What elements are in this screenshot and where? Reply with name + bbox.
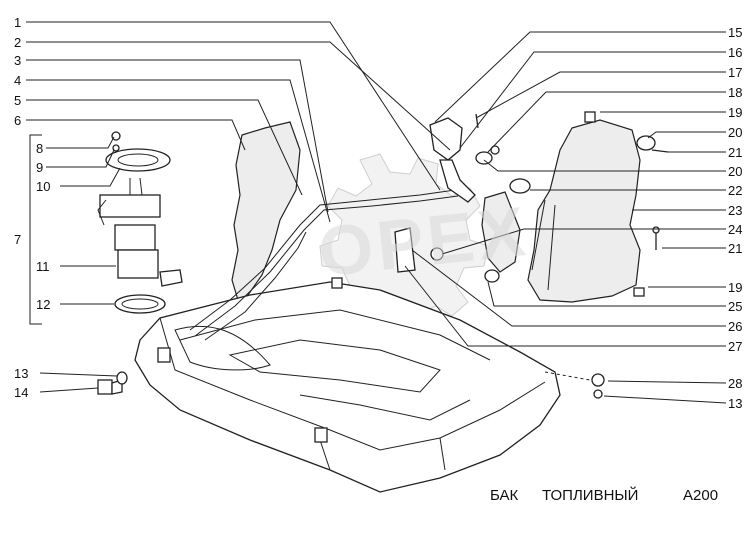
callout-6: 6 <box>14 113 21 128</box>
callout-22: 22 <box>728 183 742 198</box>
callout-18: 18 <box>728 85 742 100</box>
tank-shield-right <box>527 119 641 303</box>
fuel-pump-module <box>97 131 183 314</box>
callout-13-right: 13 <box>728 396 742 411</box>
callout-5: 5 <box>14 93 21 108</box>
diagram-caption: БАК ТОПЛИВНЫЙ A200 <box>490 486 718 504</box>
callout-21-bottom: 21 <box>728 241 742 256</box>
caption-code: A200 <box>683 487 718 504</box>
callout-25: 25 <box>728 299 742 314</box>
callout-23: 23 <box>728 203 742 218</box>
callout-16: 16 <box>728 45 742 60</box>
fuel-lines <box>189 189 459 341</box>
callout-9: 9 <box>36 160 43 175</box>
callout-26: 26 <box>728 319 742 334</box>
callout-2: 2 <box>14 35 21 50</box>
fuel-tank-body <box>134 277 561 493</box>
callout-10: 10 <box>36 179 50 194</box>
right-hardware <box>475 111 669 399</box>
callout-24: 24 <box>728 222 742 237</box>
callout-19-bottom: 19 <box>728 280 742 295</box>
callout-12: 12 <box>36 297 50 312</box>
callouts-left: 1 2 3 4 5 6 7 8 9 10 11 12 13 14 <box>14 15 50 400</box>
callout-7: 7 <box>14 232 21 247</box>
callout-3: 3 <box>14 53 21 68</box>
leader-lines <box>26 21 727 404</box>
callout-11: 11 <box>36 259 50 274</box>
callout-27: 27 <box>728 339 742 354</box>
heat-shield-left <box>231 121 301 301</box>
callout-7-bracket <box>29 134 42 325</box>
callout-1: 1 <box>14 15 21 30</box>
bolt-and-washer <box>97 371 128 395</box>
callout-20-bottom: 20 <box>728 164 742 179</box>
callout-28: 28 <box>728 376 742 391</box>
callouts-right: 15 16 17 18 19 20 21 20 22 23 24 21 19 2… <box>728 25 742 411</box>
caption-part: БАК <box>490 487 519 504</box>
callout-19-top: 19 <box>728 105 742 120</box>
callout-14: 14 <box>14 385 28 400</box>
callout-13-left: 13 <box>14 366 28 381</box>
callout-8: 8 <box>36 141 43 156</box>
callout-17: 17 <box>728 65 742 80</box>
callout-15: 15 <box>728 25 742 40</box>
callout-20-top: 20 <box>728 125 742 140</box>
callout-4: 4 <box>14 73 21 88</box>
caption-name: ТОПЛИВНЫЙ <box>542 486 638 504</box>
callout-21-top: 21 <box>728 145 742 160</box>
